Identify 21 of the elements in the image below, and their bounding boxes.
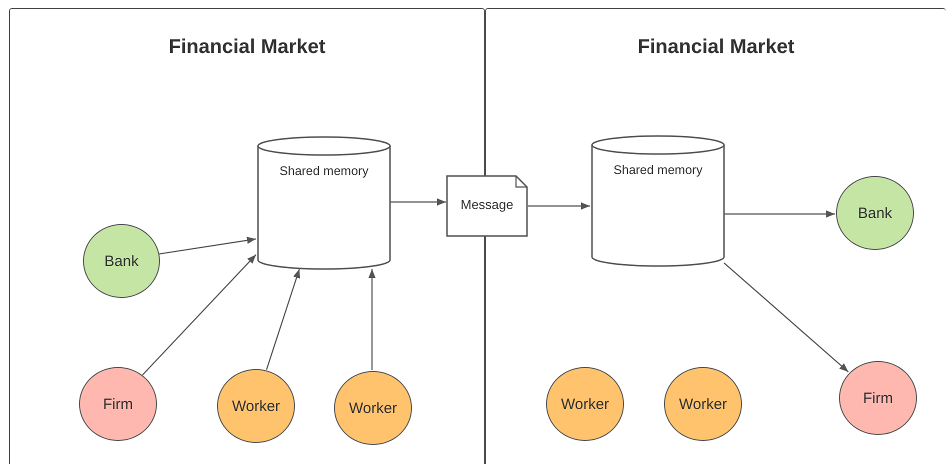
node-label: Shared memory xyxy=(614,163,702,177)
node-label: Message xyxy=(460,196,514,212)
arrow xyxy=(724,210,836,218)
arrow xyxy=(142,254,256,376)
node-label: Bank xyxy=(858,204,892,222)
panel-title: Financial Market xyxy=(168,36,326,59)
arrow xyxy=(724,262,849,372)
node-label: Firm xyxy=(863,390,893,406)
arrow xyxy=(528,202,590,210)
arrow xyxy=(368,269,376,370)
node-label: Worker xyxy=(348,400,398,416)
node-label: Shared memory xyxy=(280,164,368,178)
node-label: Worker xyxy=(232,398,280,414)
arrow xyxy=(266,268,300,370)
arrow xyxy=(158,236,256,255)
node-label: Worker xyxy=(678,396,728,412)
node-label: Worker xyxy=(560,396,610,412)
node-label: Bank xyxy=(104,252,139,270)
panel-title: Financial Market xyxy=(636,36,796,59)
node-label: Firm xyxy=(103,396,133,412)
arrow xyxy=(390,198,446,206)
